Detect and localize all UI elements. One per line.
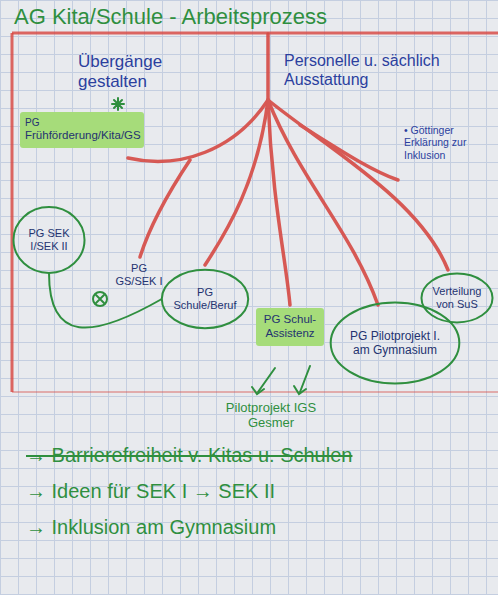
node-text: PG <box>25 117 139 129</box>
todo-item: → Inklusion am Gymnasium <box>26 516 488 540</box>
workgroup-circle: PG SEK I/SEK II <box>12 205 86 275</box>
node-text: PG Pilotprojekt I. am Gymnasium <box>347 329 443 357</box>
chart-title: AG Kita/Schule - Arbeitsprozess <box>14 4 490 30</box>
topic-circle: Verteilung von SuS <box>420 272 494 324</box>
note-text: • Göttinger Erklärung zur Inklusion <box>404 124 494 161</box>
todo-item: → Barrierefreiheit v. Kitas u. Schulen <box>26 444 488 468</box>
node-text: Frühförderung/Kita/GS <box>25 129 139 143</box>
workgroup-box: PGFrühförderung/Kita/GS <box>20 112 144 148</box>
project-label: Pilotprojekt IGS Gesmer <box>216 400 326 431</box>
node-text: Verteilung von SuS <box>431 285 484 311</box>
branch-heading: Übergänge gestalten <box>78 52 210 92</box>
node-text: PG Schul-Assistenz <box>261 313 319 340</box>
project-circle: PG Pilotprojekt I. am Gymnasium <box>328 300 462 386</box>
workgroup-circle: PG Schule/Beruf <box>160 268 250 330</box>
node-text: PG Schule/Beruf <box>173 286 238 312</box>
workgroup-box: PG Schul-Assistenz <box>256 308 324 346</box>
node-text: PG SEK I/SEK II <box>23 227 76 253</box>
branch-heading: Personelle u. sächlich Ausstattung <box>284 52 490 90</box>
todo-item: → Ideen für SEK I → SEK II <box>26 480 488 504</box>
group-label: PG GS/SEK I <box>110 262 168 288</box>
